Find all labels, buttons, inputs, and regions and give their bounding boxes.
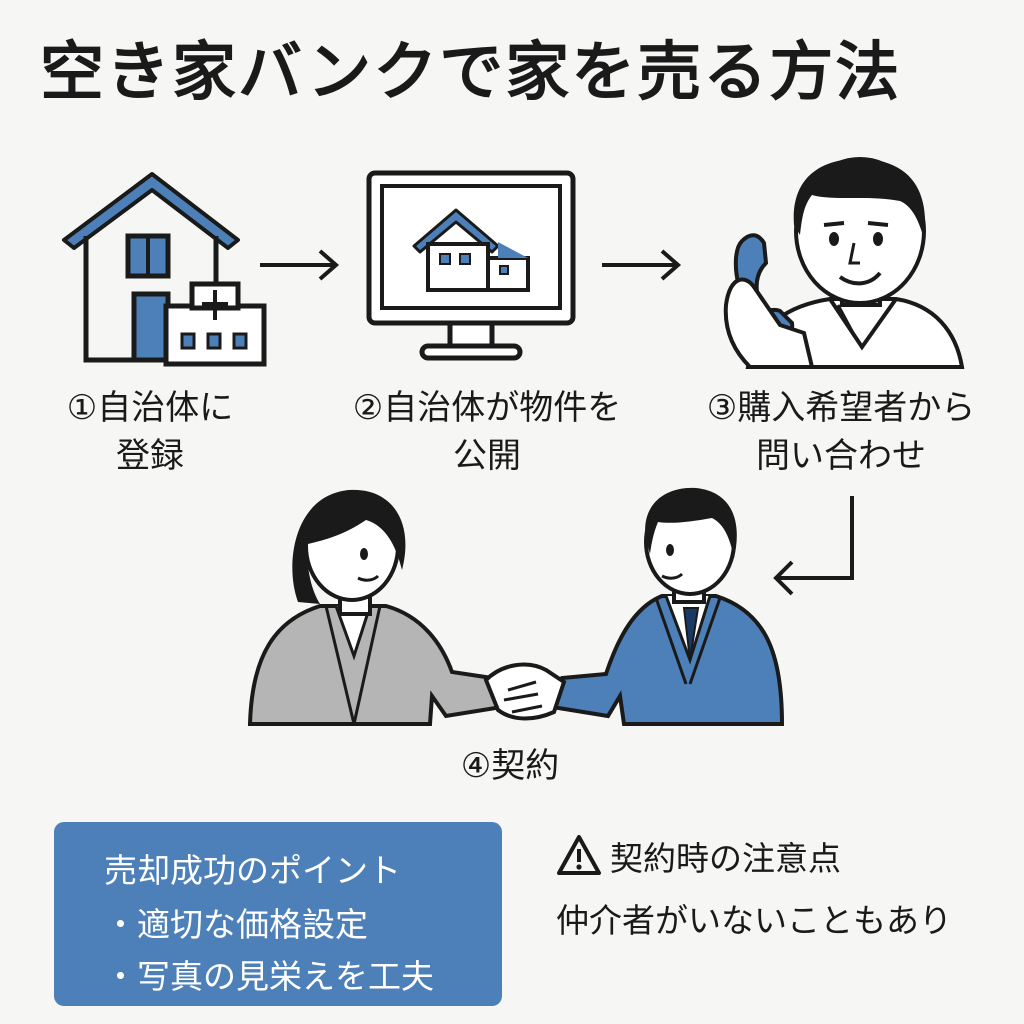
step-caption-line: ③購入希望者から <box>706 388 976 428</box>
step-2-caption: ②自治体が物件を 公開 <box>322 384 652 480</box>
step-4-caption: ④契約 <box>420 742 600 790</box>
handshake-contract-icon <box>247 487 785 726</box>
caution-text: 仲介者がいないこともあり <box>556 901 952 940</box>
tips-item: ・写真の見栄えを工夫 <box>104 957 434 996</box>
step-caption-line: ④契約 <box>460 746 560 786</box>
tips-item: ・適切な価格設定 <box>104 905 368 944</box>
step-caption-line: ①自治体に <box>66 388 234 428</box>
step-1-caption: ①自治体に 登録 <box>30 384 270 480</box>
house-municipal-icon <box>62 172 267 367</box>
step-caption-line: 問い合わせ <box>756 436 926 476</box>
caution-heading: 契約時の注意点 <box>610 839 841 878</box>
page-title: 空き家バンクで家を売る方法 <box>40 36 902 110</box>
step-caption-line: 公開 <box>453 436 521 476</box>
warning-icon <box>557 835 601 875</box>
arrow-right-icon <box>602 249 682 281</box>
step-caption-line: 登録 <box>116 436 184 476</box>
success-tips-box: 売却成功のポイント ・適切な価格設定 ・写真の見栄えを工夫 <box>54 822 502 1006</box>
arrow-down-left-icon <box>773 496 854 596</box>
monitor-listing-icon <box>366 170 576 361</box>
arrow-right-icon <box>260 249 340 281</box>
buyer-phone-icon <box>723 157 965 369</box>
tips-heading: 売却成功のポイント <box>104 851 401 890</box>
step-caption-line: ②自治体が物件を <box>352 388 622 428</box>
step-3-caption: ③購入希望者から 問い合わせ <box>676 384 1006 480</box>
